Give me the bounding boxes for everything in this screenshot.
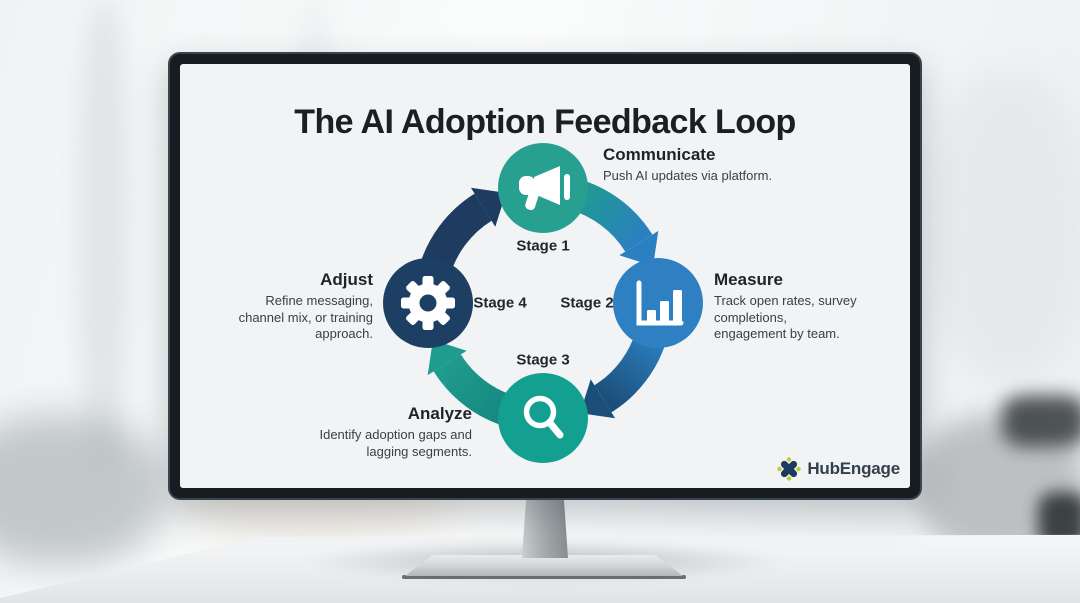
background-blur: [928, 70, 1080, 380]
stage-circle-adjust: [383, 258, 473, 348]
page-title: The AI Adoption Feedback Loop: [294, 102, 796, 141]
stage-1-label: Stage 1: [516, 237, 570, 255]
arrowhead-to-measure: [619, 230, 659, 266]
stage-communicate-title: Communicate: [603, 145, 716, 164]
screen: The AI Adoption Feedback Loop: [180, 64, 910, 488]
stage-communicate-block: Communicate Push AI updates via platform…: [603, 145, 818, 185]
stage-3-label: Stage 3: [516, 351, 570, 369]
stage-measure-description: Track open rates, survey completions, en…: [714, 293, 857, 342]
arrowhead-to-adjust: [427, 340, 467, 376]
hubengage-logo-text: HubEngage: [807, 459, 900, 478]
stage-4-label: Stage 4: [473, 294, 527, 312]
stage-analyze-block: Analyze Identify adoption gaps and laggi…: [297, 404, 472, 460]
stage-analyze-title: Analyze: [407, 404, 472, 423]
stand-base-shadow: [402, 575, 686, 579]
feedback-loop-diagram: [383, 143, 703, 463]
megaphone-icon: [519, 166, 570, 211]
stage-communicate-description: Push AI updates via platform.: [603, 168, 773, 183]
background-object: [1002, 395, 1080, 447]
hubengage-logo: HubEngage: [776, 456, 900, 482]
stage-circle-analyze: [498, 373, 588, 463]
arrowhead-to-communicate: [470, 187, 506, 227]
monitor-stand-base: [405, 555, 683, 576]
background-blur: [78, 0, 130, 470]
stage-adjust-description: Refine messaging, channel mix, or traini…: [238, 293, 373, 342]
monitor: The AI Adoption Feedback Loop: [168, 52, 922, 500]
stage-circle-communicate: [498, 143, 588, 233]
stage-analyze-description: Identify adoption gaps and lagging segme…: [319, 427, 472, 459]
hubengage-logo-icon: [777, 457, 802, 481]
stage-measure-block: Measure Track open rates, survey complet…: [714, 270, 859, 343]
stage-2-label: Stage 2: [560, 294, 614, 312]
arrowhead-to-analyze: [580, 379, 616, 419]
magnifier-icon: [523, 395, 564, 439]
stage-measure-title: Measure: [714, 270, 783, 289]
monitor-stand-column: [522, 498, 568, 558]
stage-adjust-block: Adjust Refine messaging, channel mix, or…: [223, 270, 373, 343]
bar-chart-icon: [636, 280, 684, 326]
stage-circle-measure: [613, 258, 703, 348]
gear-icon: [401, 276, 455, 330]
stage-adjust-title: Adjust: [320, 270, 373, 289]
background-blur: [0, 415, 165, 565]
